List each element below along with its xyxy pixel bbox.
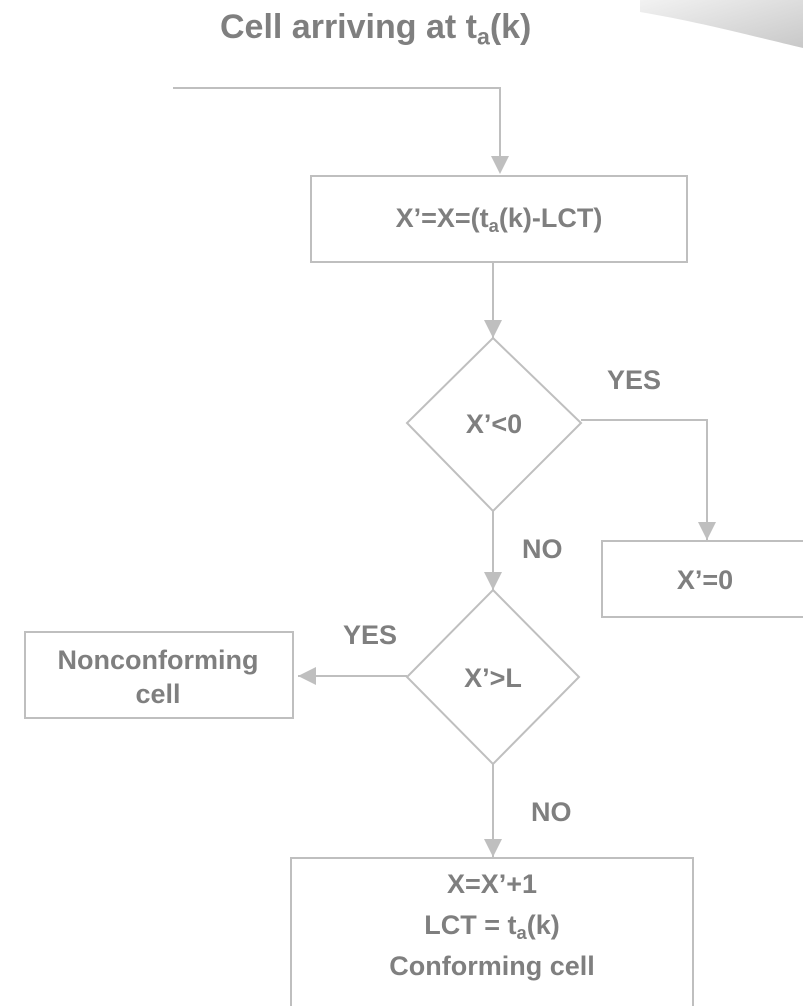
title-main: Cell arriving at t [220,8,477,46]
conforming-line1: X=X’+1 [446,869,538,899]
decorative-swoosh [640,0,803,48]
edge-negative-yes [581,419,708,540]
title-tail: (k) [489,8,532,46]
reset-label: X’=0 [676,565,734,595]
edge-input [173,87,501,172]
reset-box [601,540,803,618]
arrowhead-limit-no [484,839,502,857]
edge-label-negative-no: NO [522,534,563,564]
decision-negative-label: X’<0 [465,409,523,439]
nonconforming-line1: Nonconforming [57,645,259,675]
arrowhead-negative-no [484,572,502,590]
flowchart-title: Cell arriving at ta(k) [220,8,532,48]
nonconforming-box [24,631,294,719]
decision-limit-label: X’>L [464,663,522,693]
title-subscript: a [476,23,490,50]
edge-label-limit-yes: YES [343,620,398,650]
compute-pre: X’=X=(t [395,203,489,233]
conforming-line2-pre: LCT = t [424,910,517,940]
edge-label-negative-yes: YES [607,365,662,395]
arrowhead-negative-yes [698,522,716,540]
compute-box [310,175,688,263]
compute-post: (k)-LCT) [498,203,603,233]
conforming-line3: Conforming cell [389,951,595,981]
compute-label: X’=X=(ta(k)-LCT) [311,203,687,235]
arrowhead-limit-yes [298,667,316,685]
arrowhead-compute-decision [484,320,502,338]
conforming-label: X=X’+1 LCT = ta(k) Conforming cell [291,864,693,987]
conforming-line2-post: (k) [526,910,560,940]
conforming-line2: LCT = ta(k) [291,905,693,946]
edge-label-limit-no: NO [531,797,572,827]
nonconforming-label: Nonconforming cell [20,643,296,711]
nonconforming-line2: cell [135,679,181,709]
conforming-line2-subscript: a [516,922,527,944]
arrowhead-input [491,156,509,174]
compute-subscript: a [488,215,499,237]
conforming-box [290,857,694,1006]
